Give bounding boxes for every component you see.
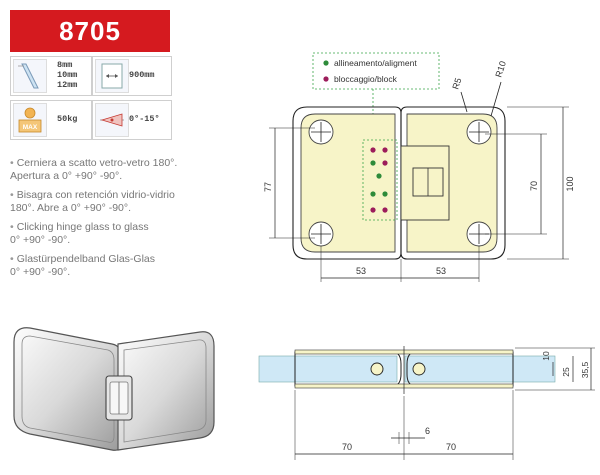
- dim-height-70: 70: [529, 181, 539, 191]
- angle-value: 0°-15°: [129, 114, 160, 124]
- dim-width-left-53: 53: [356, 266, 366, 276]
- dim-height-77: 77: [263, 182, 273, 192]
- glass-right: [404, 355, 556, 383]
- max-height-value: 900mm: [129, 70, 155, 80]
- top-view-drawing: allineamento/aligment bloccaggio/block R…: [263, 52, 575, 282]
- weight-max-icon: MAX: [13, 103, 47, 137]
- legend-alignment: allineamento/aligment: [334, 58, 417, 68]
- thickness-8: 8mm: [57, 60, 73, 70]
- dim-width-left-70: 70: [342, 442, 352, 452]
- hinge-right-plate: [117, 331, 215, 451]
- spec-tile-glass-thickness: 8mm 10mm 12mm: [10, 56, 92, 96]
- dim-width-right-70: 70: [446, 442, 456, 452]
- glass-thickness-icon: [13, 59, 47, 93]
- dim-thick-25: 25: [561, 367, 571, 377]
- product-code: 8705: [59, 15, 121, 46]
- description-italian: •Cerniera a scatto vetro-vetro 180°.Aper…: [10, 157, 178, 182]
- dim-thick-35-5: 35,5: [580, 361, 590, 378]
- product-illustration: [13, 327, 215, 451]
- side-view-drawing: 10 25 35,5 70 70 6: [258, 346, 595, 460]
- alignment-dot-icon: [323, 60, 329, 66]
- spec-tile-max-weight: MAX 50kg: [10, 100, 92, 140]
- legend-box: [312, 52, 440, 90]
- thickness-10: 10mm: [57, 70, 78, 80]
- product-code-header: 8705: [10, 10, 170, 52]
- max-weight-value: 50kg: [57, 114, 78, 124]
- product-descriptions: •Cerniera a scatto vetro-vetro 180°.Aper…: [10, 157, 235, 285]
- spec-tile-max-height: 900mm: [92, 56, 172, 96]
- block-dot-icon: [323, 76, 329, 82]
- dim-gap-6: 6: [425, 426, 430, 436]
- thickness-12: 12mm: [57, 80, 78, 90]
- hinge-knuckle: [105, 375, 133, 421]
- door-height-icon: [95, 59, 129, 93]
- dim-width-right-53: 53: [436, 266, 446, 276]
- radius-r5: R5: [450, 77, 463, 91]
- dim-thick-10: 10: [541, 351, 551, 361]
- dim-height-100: 100: [565, 176, 575, 191]
- legend-blocking: bloccaggio/block: [334, 74, 398, 84]
- angle-adjust-icon: [95, 103, 129, 137]
- radius-r10: R10: [493, 60, 508, 79]
- weight-max-label: MAX: [23, 124, 38, 131]
- spec-tile-angle-adjustment: 0°-15°: [92, 100, 172, 140]
